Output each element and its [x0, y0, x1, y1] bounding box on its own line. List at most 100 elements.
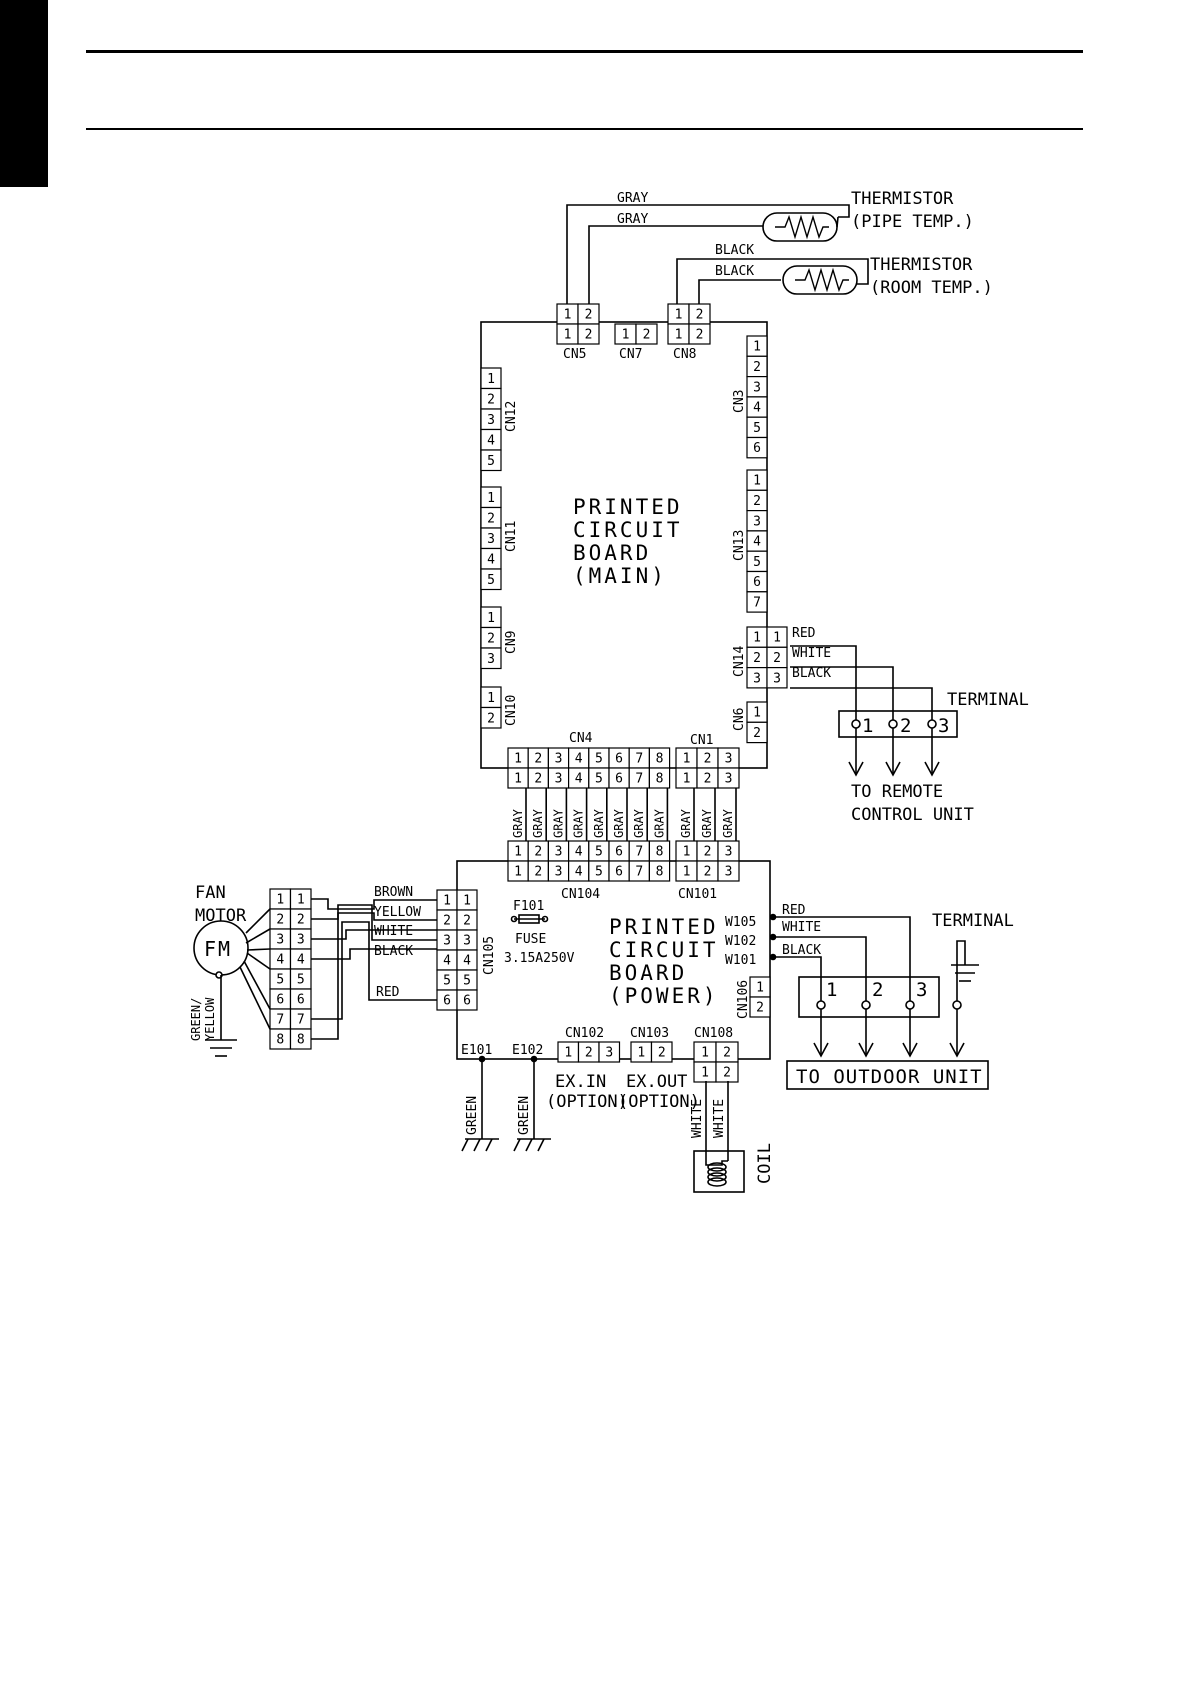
- red-label-outdoor: RED: [782, 903, 806, 918]
- e102-label: E102: [512, 1043, 543, 1058]
- cn1-pin-3-2-number: 3: [725, 772, 733, 787]
- thermistor-pipe-label: THERMISTOR: [851, 189, 954, 209]
- fm-label: FM: [204, 937, 232, 961]
- cn3-pin-1-number: 1: [753, 340, 761, 355]
- cn14-pin-3-2-number: 3: [773, 671, 781, 686]
- w102-label: W102: [725, 934, 756, 949]
- cn10-pins: 12: [480, 686, 502, 729]
- cn105-label: CN105: [482, 936, 497, 975]
- f101-label: F101: [513, 899, 544, 914]
- cn3-label: CN3: [732, 390, 747, 413]
- cn1-pin-1-1-number: 1: [683, 752, 691, 767]
- thermistor-room: BLACK BLACK THERMISTOR (ROOM TEMP.): [676, 243, 993, 304]
- cn14-pin-2-2-number: 2: [773, 651, 781, 666]
- cn14-pin-1-1-number: 1: [753, 631, 761, 646]
- fan-terminal-pin-7-2-number: 7: [297, 1013, 305, 1028]
- cn14-remote-wiring: 1 2 3 RED WHITE BLACK TERMINAL TO REMOTE…: [790, 626, 1029, 825]
- cn104-pin-2-1-number: 2: [534, 845, 542, 860]
- cn10-label: CN10: [504, 695, 519, 726]
- white-label-cn14: WHITE: [792, 646, 831, 661]
- black-label-room-2: BLACK: [715, 264, 754, 279]
- cn1-pin-3-2-cell: [717, 767, 740, 789]
- cn1-pin-1-2-number: 1: [683, 772, 691, 787]
- cn4-pin-2-2-number: 2: [534, 772, 542, 787]
- svg-text:2: 2: [900, 715, 911, 737]
- cn106-pin-2-number: 2: [756, 1001, 764, 1016]
- gray-harness-label-11: GRAY: [721, 808, 735, 838]
- terminal-outdoor-label: TERMINAL: [932, 911, 1014, 931]
- cn104-pin-1-1-number: 1: [514, 845, 522, 860]
- cn104-pin-6-2-number: 6: [615, 865, 623, 880]
- fan-terminal-pin-1-2-number: 1: [297, 893, 305, 908]
- gray-harness-label-9: GRAY: [679, 808, 693, 838]
- earth-connections: E101 E102 GREEN GREEN: [461, 1043, 551, 1152]
- cn4-pin-5-1-number: 5: [595, 752, 603, 767]
- fuse-f101: F101 FUSE 3.15A250V: [504, 899, 575, 966]
- green-label-e102: GREEN: [517, 1096, 532, 1135]
- power-board-title-line-1: PRINTED: [609, 915, 719, 939]
- cn14-label: CN14: [732, 646, 747, 677]
- cn9-pin-2-number: 2: [487, 631, 495, 646]
- fan-terminal-pin-1-1-number: 1: [276, 893, 284, 908]
- cn4-pin-4-1-number: 4: [575, 752, 583, 767]
- cn105-pin-3-2-number: 3: [463, 934, 471, 949]
- cn10-pin-2-cell: [480, 706, 502, 729]
- cn8-pin-1-2-number: 1: [675, 328, 683, 343]
- cn14-pin-1-2-number: 1: [773, 631, 781, 646]
- yellow-label: YELLOW: [374, 905, 421, 920]
- fan-terminal-pin-2-2-number: 2: [297, 913, 305, 928]
- motor-label: MOTOR: [195, 906, 247, 926]
- cn1-pin-2-1-number: 2: [704, 752, 712, 767]
- coil-label: COIL: [755, 1143, 775, 1184]
- cn101-pin-1-1-number: 1: [683, 845, 691, 860]
- cn11-pin-5-cell: [480, 568, 502, 591]
- cn101-pin-2-2-number: 2: [704, 865, 712, 880]
- cn7-label: CN7: [619, 347, 642, 362]
- to-outdoor-label: TO OUTDOOR UNIT: [796, 1066, 983, 1088]
- cn104-pin-8-1-number: 8: [656, 845, 664, 860]
- main-board-title: PRINTED CIRCUIT BOARD (MAIN): [573, 495, 683, 588]
- cn104-pin-4-2-number: 4: [575, 865, 583, 880]
- cn101-label: CN101: [678, 887, 717, 902]
- cn12-pin-5-number: 5: [487, 454, 495, 469]
- fan-terminal-pin-5-2-number: 5: [297, 973, 305, 988]
- cn10-pin-1-number: 1: [487, 691, 495, 706]
- cn9-pin-1-number: 1: [487, 611, 495, 626]
- cn108-pin-2-2-cell: [715, 1061, 739, 1083]
- cn14-pin-2-1-number: 2: [753, 651, 761, 666]
- w105-label: W105: [725, 915, 756, 930]
- cn5-pin-1-2-number: 1: [564, 328, 572, 343]
- cn13-pin-5-number: 5: [753, 555, 761, 570]
- gray-harness-label-5: GRAY: [592, 808, 606, 838]
- option-label-out: (OPTION): [618, 1092, 700, 1112]
- cn12-pin-1-number: 1: [487, 372, 495, 387]
- cn105-pin-5-2-number: 5: [463, 974, 471, 989]
- option-labels: EX.IN (OPTION) EX.OUT (OPTION): [546, 1072, 700, 1112]
- cn4-pin-8-2-number: 8: [656, 772, 664, 787]
- thermistor-pipe: GRAY GRAY THERMISTOR (PIPE TEMP.): [566, 189, 974, 304]
- fan-terminal-pin-3-2-number: 3: [297, 933, 305, 948]
- red-label-cn14: RED: [792, 626, 816, 641]
- cn106-pin-1-number: 1: [756, 981, 764, 996]
- main-board-title-line-1: PRINTED: [573, 495, 683, 519]
- cn13-pin-3-number: 3: [753, 514, 761, 529]
- fan-terminal-pin-8-2-number: 8: [297, 1033, 305, 1048]
- cn108-pin-2-2-number: 2: [723, 1066, 731, 1081]
- fan-terminal-pin-2-1-number: 2: [276, 913, 284, 928]
- svg-text:2: 2: [872, 979, 883, 1001]
- header-rule-top: [86, 50, 1083, 53]
- cn5-label: CN5: [563, 347, 586, 362]
- cn104-pin-3-2-number: 3: [555, 865, 563, 880]
- w101-label: W101: [725, 953, 756, 968]
- cn1-label: CN1: [690, 733, 713, 748]
- cn13-pin-4-number: 4: [753, 535, 761, 550]
- cn13-label: CN13: [732, 530, 747, 561]
- cn1-pin-3-1-number: 3: [725, 752, 733, 767]
